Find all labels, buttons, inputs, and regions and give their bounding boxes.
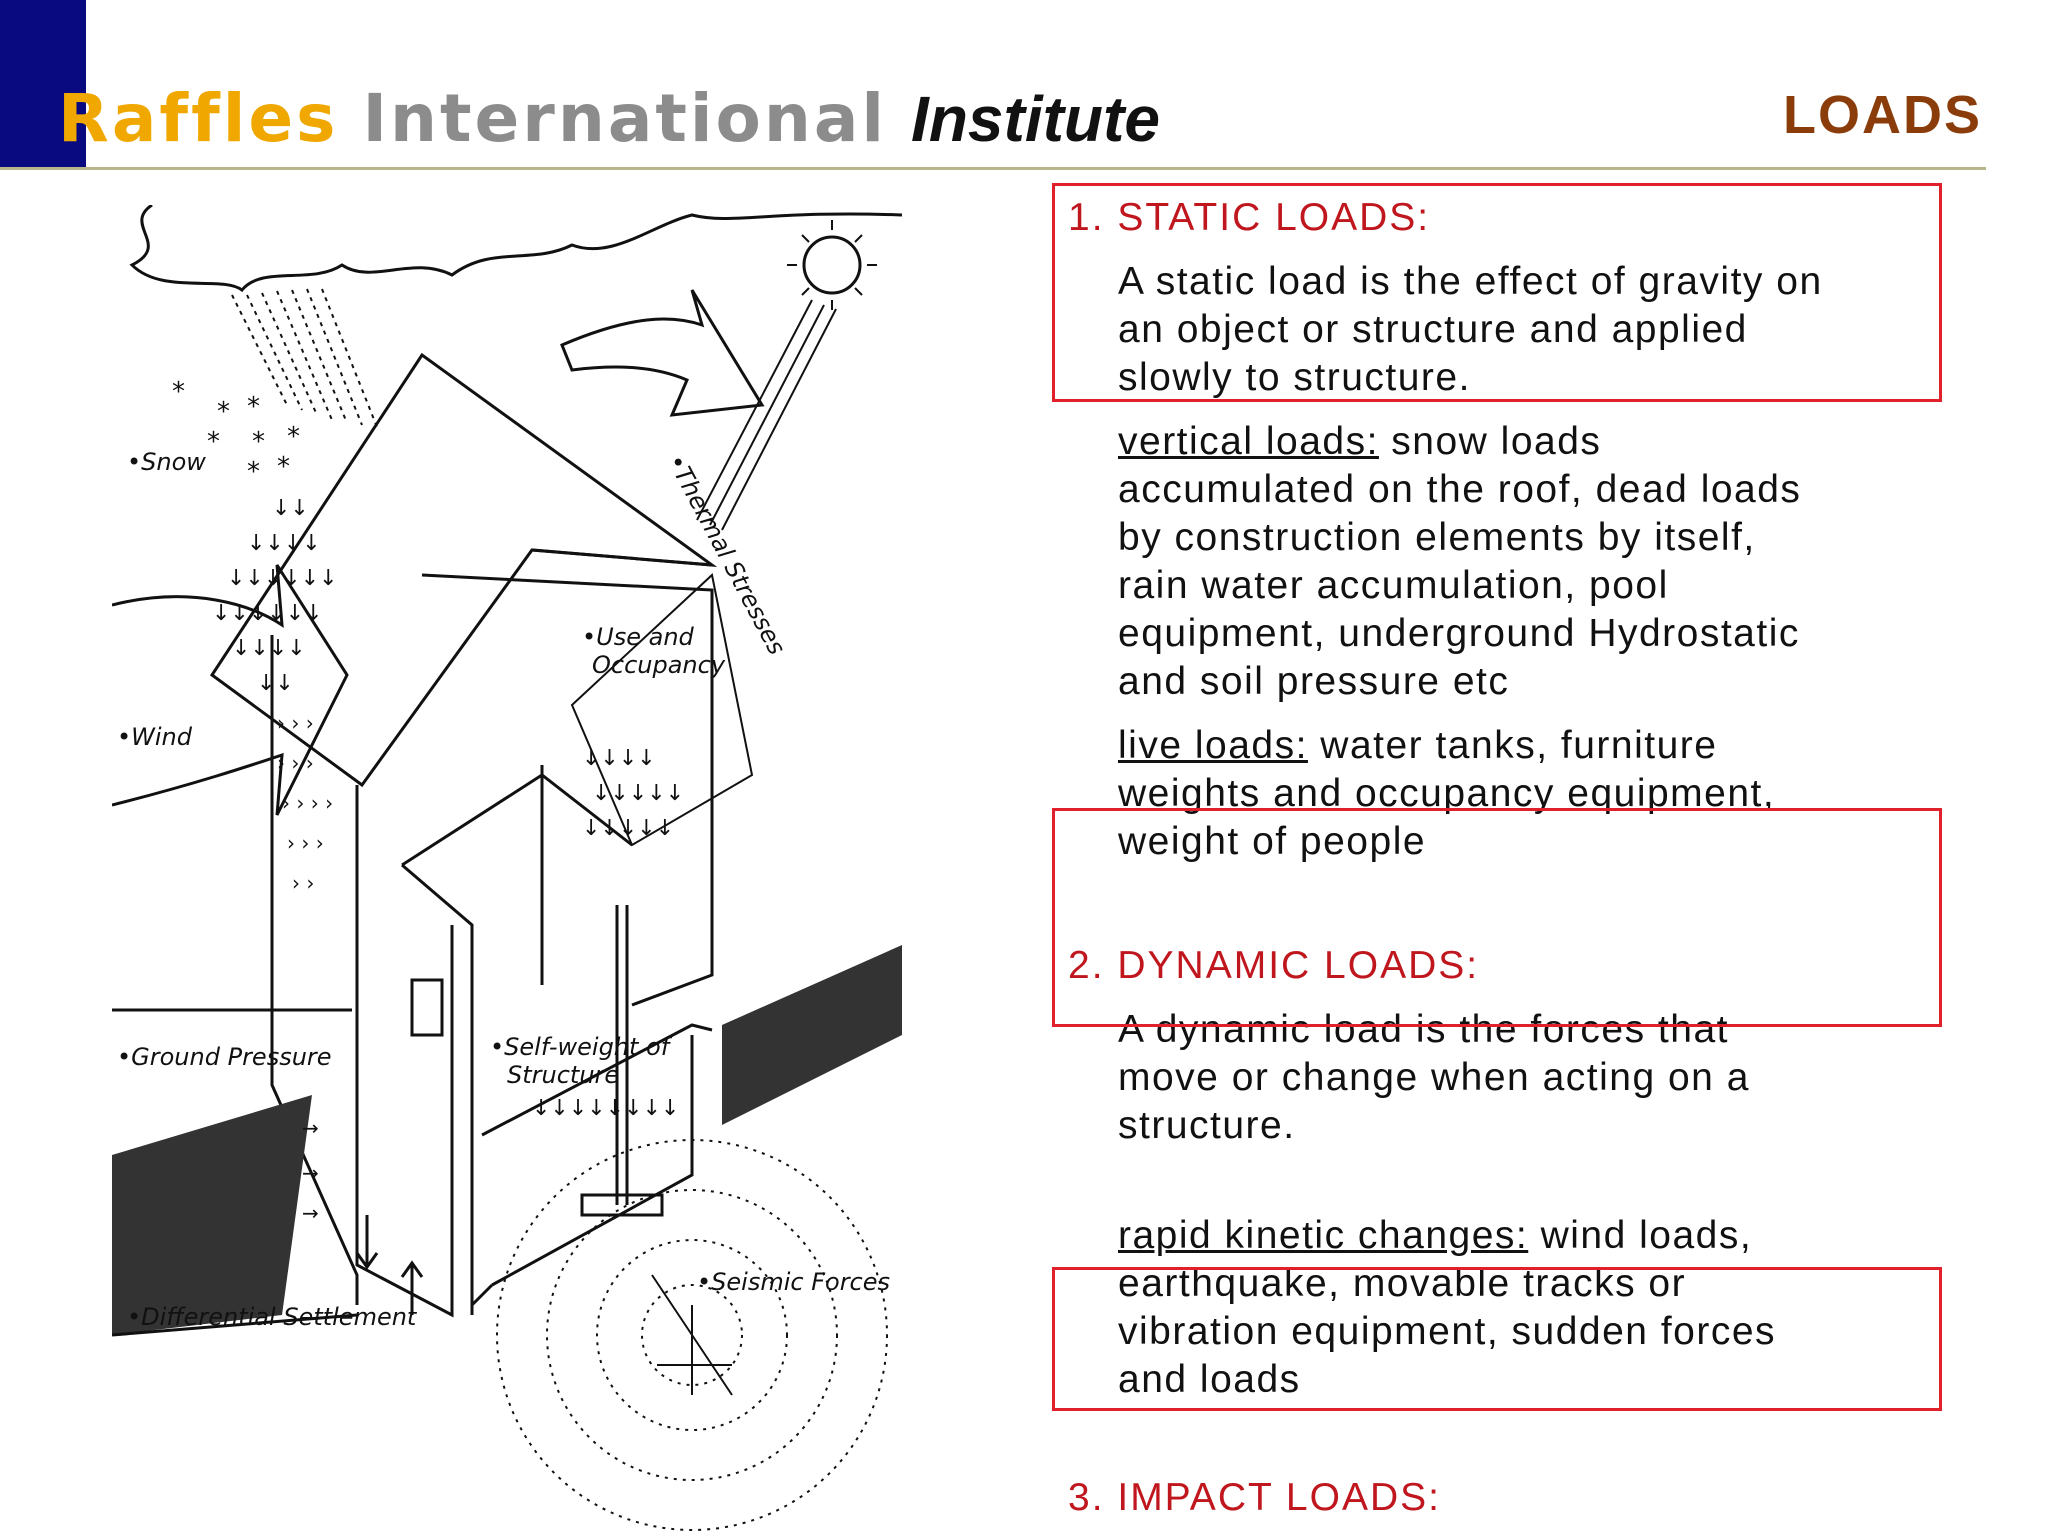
live-loads-line-1: live loads: water tanks, furniture bbox=[1118, 724, 1718, 767]
vertical-loads-line-2: accumulated on the roof, dead loads bbox=[1118, 468, 1802, 511]
seismic-arrows bbox=[651, 1274, 733, 1396]
label-seismic-forces: •Seismic Forces bbox=[697, 1268, 890, 1296]
ground-hatch-right bbox=[722, 945, 902, 1125]
rapid-changes-line-4: and loads bbox=[1118, 1358, 1301, 1401]
house-loads-illustration: •Snow •Wind •Ground Pressure •Differenti… bbox=[112, 205, 902, 1531]
brand-affles: affles bbox=[111, 80, 339, 157]
wall-wind-arrows: › › › › › › › › › › › › › › › → → → bbox=[277, 711, 333, 1225]
brand-r: R bbox=[58, 80, 112, 157]
svg-text:*: * bbox=[217, 397, 230, 427]
svg-text:↓↓↓↓↓: ↓↓↓↓↓ bbox=[582, 816, 674, 841]
vertical-loads-line-5: equipment, underground Hydrostatic bbox=[1118, 612, 1800, 655]
brand-international: International bbox=[362, 80, 888, 157]
svg-text:› › ›: › › › bbox=[287, 831, 324, 855]
static-line-1: A static load is the effect of gravity o… bbox=[1118, 260, 1823, 303]
house-walls bbox=[270, 635, 359, 1305]
svg-text:↓↓↓↓↓↓: ↓↓↓↓↓↓ bbox=[227, 566, 338, 591]
wind-arrow bbox=[112, 564, 349, 816]
label-use-occupancy-2: Occupancy bbox=[592, 651, 726, 679]
impact-loads-heading: 3. IMPACT LOADS: bbox=[1068, 1476, 1441, 1519]
dynamic-loads-heading: 2. DYNAMIC LOADS: bbox=[1068, 944, 1480, 987]
label-use-occupancy-1: •Use and bbox=[582, 623, 695, 651]
brand-institute: Institute bbox=[911, 83, 1160, 155]
label-ground-pressure: •Ground Pressure bbox=[117, 1043, 332, 1071]
roof-load-arrows: ↓↓↓↓↓↓↓↓↓↓↓↓ ↓↓↓↓↓↓↓↓↓↓↓↓ ↓↓↓↓↓↓↓↓↓↓↓↓↓↓… bbox=[212, 496, 684, 1121]
svg-text:↓↓↓↓: ↓↓↓↓ bbox=[247, 531, 321, 556]
brand-logo: Raffles International Institute bbox=[58, 78, 1160, 160]
svg-text:→: → bbox=[302, 1201, 319, 1225]
svg-text:↓↓: ↓↓ bbox=[272, 496, 309, 521]
ground-hatch-left bbox=[112, 1095, 312, 1335]
svg-text:↓↓↓↓: ↓↓↓↓ bbox=[582, 746, 656, 771]
highlight-box-static bbox=[1052, 183, 1942, 402]
snowflakes: *** *** ** bbox=[172, 377, 300, 487]
sun-rays bbox=[787, 220, 877, 310]
roof-wind-arrow bbox=[560, 289, 765, 417]
label-wind: •Wind bbox=[117, 723, 193, 751]
svg-text:› › ›: › › › bbox=[277, 751, 314, 775]
vertical-loads-line-3: by construction elements by itself, bbox=[1118, 516, 1756, 559]
vertical-loads-line-4: rain water accumulation, pool bbox=[1118, 564, 1669, 607]
sun-icon bbox=[802, 235, 862, 295]
header-divider bbox=[0, 167, 1986, 170]
svg-text:↓↓↓↓: ↓↓↓↓ bbox=[232, 636, 306, 661]
svg-text:*: * bbox=[287, 422, 300, 452]
house-window bbox=[410, 978, 444, 1037]
svg-text:*: * bbox=[172, 377, 185, 407]
label-differential-settlement: •Differential Settlement bbox=[127, 1303, 418, 1331]
rapid-changes-line-1: rapid kinetic changes: wind loads, bbox=[1118, 1214, 1753, 1257]
vertical-loads-line-6: and soil pressure etc bbox=[1118, 660, 1510, 703]
rapid-changes-line-3: vibration equipment, sudden forces bbox=[1118, 1310, 1777, 1353]
dynamic-line-3: structure. bbox=[1118, 1104, 1296, 1147]
page-title: LOADS bbox=[1783, 85, 1982, 145]
svg-text:↓↓↓↓↓↓: ↓↓↓↓↓↓ bbox=[212, 601, 323, 626]
svg-text:*: * bbox=[207, 427, 220, 457]
svg-text:› › ›: › › › bbox=[277, 711, 314, 735]
svg-text:↓↓↓↓↓↓↓↓: ↓↓↓↓↓↓↓↓ bbox=[532, 1096, 679, 1121]
logo-block bbox=[0, 0, 86, 170]
live-loads-line-3: weight of people bbox=[1118, 820, 1427, 863]
svg-text:↓↓: ↓↓ bbox=[257, 671, 294, 696]
label-self-weight-1: •Self-weight of bbox=[490, 1033, 673, 1061]
svg-text:→: → bbox=[302, 1161, 319, 1185]
highlight-box-rapid bbox=[1052, 1267, 1942, 1411]
static-line-2: an object or structure and applied bbox=[1118, 308, 1748, 351]
rain-lines bbox=[231, 288, 378, 428]
label-self-weight-2: Structure bbox=[507, 1061, 619, 1089]
vertical-loads-line-1: vertical loads: snow loads bbox=[1118, 420, 1602, 463]
svg-text:*: * bbox=[277, 452, 290, 482]
seismic-waves bbox=[496, 1139, 888, 1531]
svg-text:→: → bbox=[302, 1116, 319, 1140]
rapid-changes-term: rapid kinetic changes: bbox=[1118, 1214, 1529, 1257]
static-line-3: slowly to structure. bbox=[1118, 356, 1471, 399]
svg-text:*: * bbox=[252, 427, 265, 457]
svg-text:› › › ›: › › › › bbox=[282, 791, 333, 815]
cloud-shape bbox=[129, 205, 902, 293]
dynamic-line-1: A dynamic load is the forces that bbox=[1118, 1008, 1729, 1051]
svg-text:↓↓↓↓↓: ↓↓↓↓↓ bbox=[592, 781, 684, 806]
static-loads-heading: 1. STATIC LOADS: bbox=[1068, 196, 1431, 239]
svg-text:*: * bbox=[247, 457, 260, 487]
svg-text:› ›: › › bbox=[292, 871, 314, 895]
svg-text:*: * bbox=[247, 392, 260, 422]
upper-floor bbox=[570, 573, 754, 847]
label-snow: •Snow bbox=[127, 448, 206, 476]
highlight-box-dynamic bbox=[1052, 808, 1942, 1027]
live-loads-term: live loads: bbox=[1118, 724, 1308, 767]
live-loads-line-2: weights and occupancy equipment, bbox=[1118, 772, 1776, 815]
dynamic-line-2: move or change when acting on a bbox=[1118, 1056, 1750, 1099]
thermal-beams bbox=[696, 299, 837, 531]
vertical-loads-term: vertical loads: bbox=[1118, 420, 1379, 463]
